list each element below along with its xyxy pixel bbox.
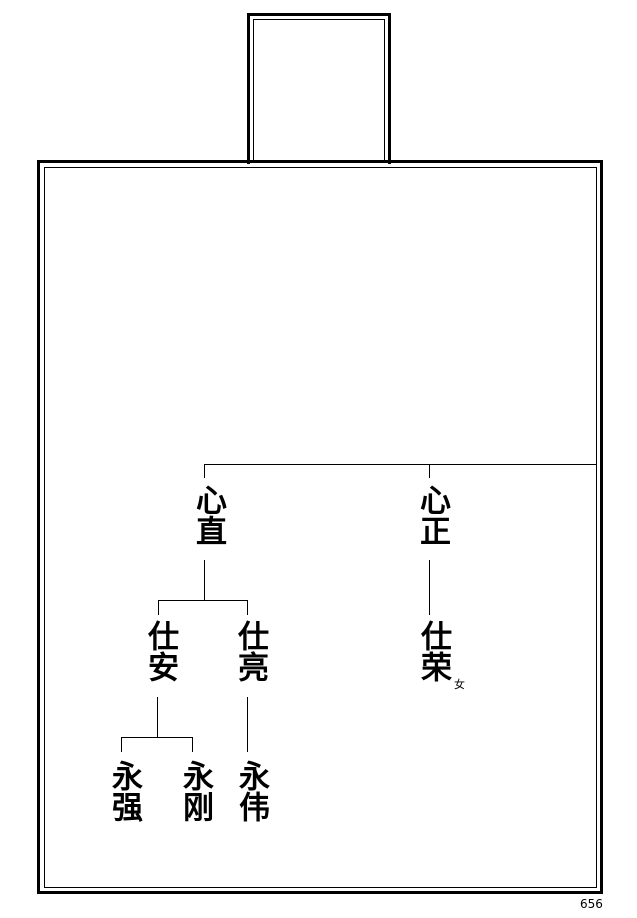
person-yongqiang: 永强 — [106, 760, 142, 822]
top-tab-frame — [247, 13, 391, 164]
connector — [204, 464, 205, 478]
connector — [204, 464, 596, 465]
person-shian: 仕安 — [142, 620, 178, 682]
person-shiliang: 仕亮 — [232, 620, 268, 682]
connector — [157, 697, 158, 737]
top-tab-inner-frame — [253, 19, 385, 162]
connector — [158, 600, 248, 601]
person-yonggang: 永刚 — [177, 760, 213, 822]
inner-frame — [44, 167, 597, 888]
connector — [429, 464, 430, 478]
connector — [158, 600, 159, 615]
person-xinzheng: 心正 — [414, 484, 450, 546]
connector — [121, 737, 192, 738]
connector — [247, 600, 248, 615]
connector — [121, 737, 122, 752]
outer-frame — [37, 160, 603, 894]
person-xinzhi: 心直 — [190, 484, 226, 546]
page-number: 656 — [580, 897, 603, 911]
connector — [192, 737, 193, 752]
person-yongwei: 永伟 — [233, 760, 269, 822]
connector — [204, 560, 205, 600]
female-note: 女 — [454, 678, 465, 691]
person-shirong: 仕荣 — [415, 620, 451, 682]
connector — [247, 697, 248, 752]
connector — [429, 560, 430, 615]
